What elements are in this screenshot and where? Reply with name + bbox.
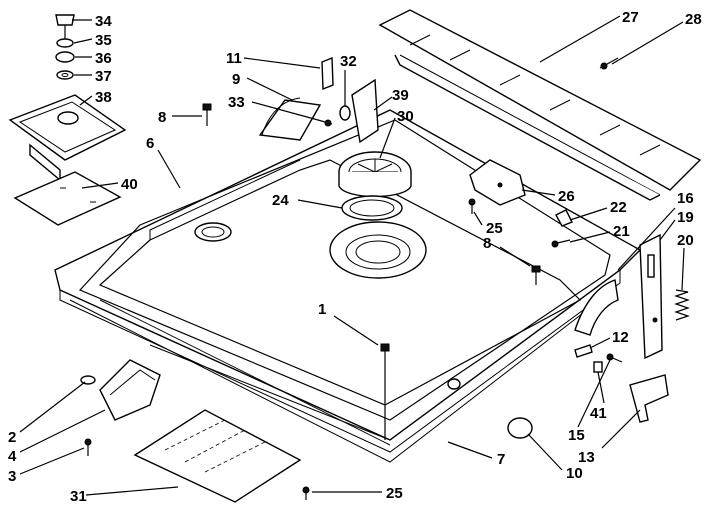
callout-8-upper: 8: [158, 109, 166, 126]
callout-41: 41: [590, 405, 607, 422]
rear-trim-27: [378, 9, 702, 201]
callout-25-lower: 25: [386, 485, 403, 502]
side-bracket-9: [258, 97, 322, 141]
bushing-41: [593, 361, 603, 373]
callout-37: 37: [95, 68, 112, 85]
spring-20: [674, 289, 690, 321]
callout-33: 33: [228, 94, 245, 111]
screw-8-right: [531, 265, 541, 285]
burner-opening-center: [329, 221, 427, 279]
washer-32: [339, 105, 351, 121]
callout-26: 26: [558, 188, 575, 205]
screw-25-lower: [302, 486, 310, 500]
callout-7: 7: [497, 451, 505, 468]
pin-12: [574, 344, 593, 358]
stack-34-37: [55, 14, 75, 80]
callout-40: 40: [121, 176, 138, 193]
screw-8-upper: [202, 103, 212, 126]
burner-opening-left: [194, 222, 232, 242]
callout-19: 19: [677, 209, 694, 226]
callout-21: 21: [613, 223, 630, 240]
callout-2: 2: [8, 429, 16, 446]
callout-24: 24: [272, 192, 289, 209]
callout-22: 22: [610, 199, 627, 216]
callout-38: 38: [95, 89, 112, 106]
callout-32: 32: [340, 53, 357, 70]
bracket-26: [469, 159, 526, 206]
callout-11: 11: [226, 50, 242, 67]
callout-35: 35: [95, 32, 112, 49]
callout-6: 6: [146, 135, 154, 152]
callout-1: 1: [318, 301, 326, 318]
callout-16: 16: [677, 190, 694, 207]
callout-28: 28: [685, 11, 702, 28]
callout-27: 27: [622, 9, 639, 26]
callout-3: 3: [8, 468, 16, 485]
callout-20: 20: [677, 232, 694, 249]
callout-34: 34: [95, 13, 112, 30]
bracket-39: [351, 78, 379, 144]
label-sheet-40: [13, 171, 122, 226]
screw-25-upper: [468, 198, 476, 214]
callout-labels: 34 35 36 37 38 8 6 40 11 9 33 32 39 30 2…: [8, 9, 702, 505]
clip-22: [555, 209, 573, 227]
hinge-19: [639, 233, 663, 360]
callout-30: 30: [397, 108, 414, 125]
callout-25-upper: 25: [486, 220, 503, 237]
callout-9: 9: [232, 71, 240, 88]
seal-24: [341, 195, 403, 221]
screw-21: [551, 239, 571, 248]
callout-8-right: 8: [483, 235, 491, 252]
callout-31: 31: [70, 488, 87, 505]
callout-15: 15: [568, 427, 585, 444]
callout-13: 13: [578, 449, 595, 466]
knob-10: [447, 378, 533, 439]
control-module-38: [8, 94, 127, 182]
leader-lines: [19, 15, 685, 496]
bracket-2-4: [80, 359, 161, 421]
burner-head-30: [338, 151, 412, 198]
callout-12: 12: [612, 329, 629, 346]
bottom-panel-31: [133, 409, 302, 503]
screw-28: [599, 57, 619, 70]
screw-3: [84, 438, 92, 456]
screw-1: [380, 343, 390, 440]
callout-4: 4: [8, 448, 17, 465]
callout-39: 39: [392, 87, 409, 104]
screw-33: [317, 119, 333, 127]
clip-11: [321, 56, 334, 91]
callout-10: 10: [566, 465, 583, 482]
side-bracket-16: [574, 279, 619, 336]
callout-36: 36: [95, 50, 112, 67]
